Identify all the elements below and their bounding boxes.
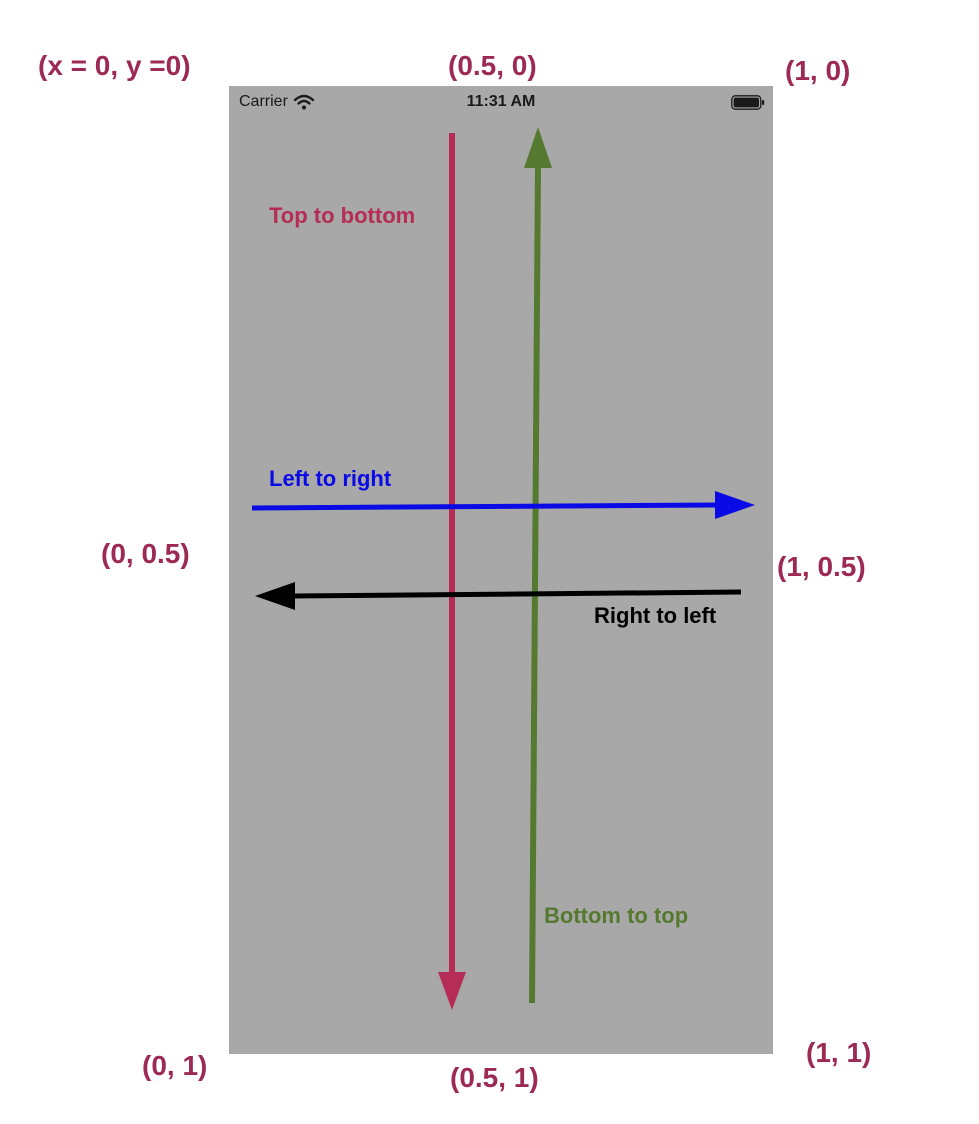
coord-label-mid-right: (1, 0.5) [777, 551, 866, 582]
status-bar: Carrier 11:31 AM [229, 86, 773, 120]
carrier-label: Carrier [239, 93, 288, 110]
phone-screen: Carrier 11:31 AM [229, 86, 773, 1054]
wifi-icon [293, 94, 314, 110]
coord-label-bottom-mid: (0.5, 1) [450, 1062, 539, 1093]
bottom-to-top-label: Bottom to top [544, 903, 689, 928]
status-time: 11:31 AM [466, 93, 536, 110]
left-to-right-label: Left to right [269, 466, 392, 491]
coord-label-bottom-right: (1, 1) [806, 1037, 872, 1068]
battery-icon [731, 95, 765, 110]
right-to-left-label: Right to left [594, 603, 717, 628]
coord-label-top-mid: (0.5, 0) [448, 50, 537, 81]
top-to-bottom-arrow [438, 133, 466, 1010]
coord-label-top-left: (x = 0, y =0) [38, 50, 191, 81]
left-to-right-arrow [251, 491, 755, 519]
bottom-to-top-arrow [524, 127, 552, 1004]
carrier-group: Carrier [239, 93, 314, 111]
top-to-bottom-label: Top to bottom [269, 203, 416, 228]
coord-label-mid-left: (0, 0.5) [101, 538, 190, 569]
coord-label-bottom-left: (0, 1) [142, 1050, 208, 1081]
right-to-left-arrow [255, 582, 742, 610]
coord-label-top-right: (1, 0) [785, 55, 851, 86]
